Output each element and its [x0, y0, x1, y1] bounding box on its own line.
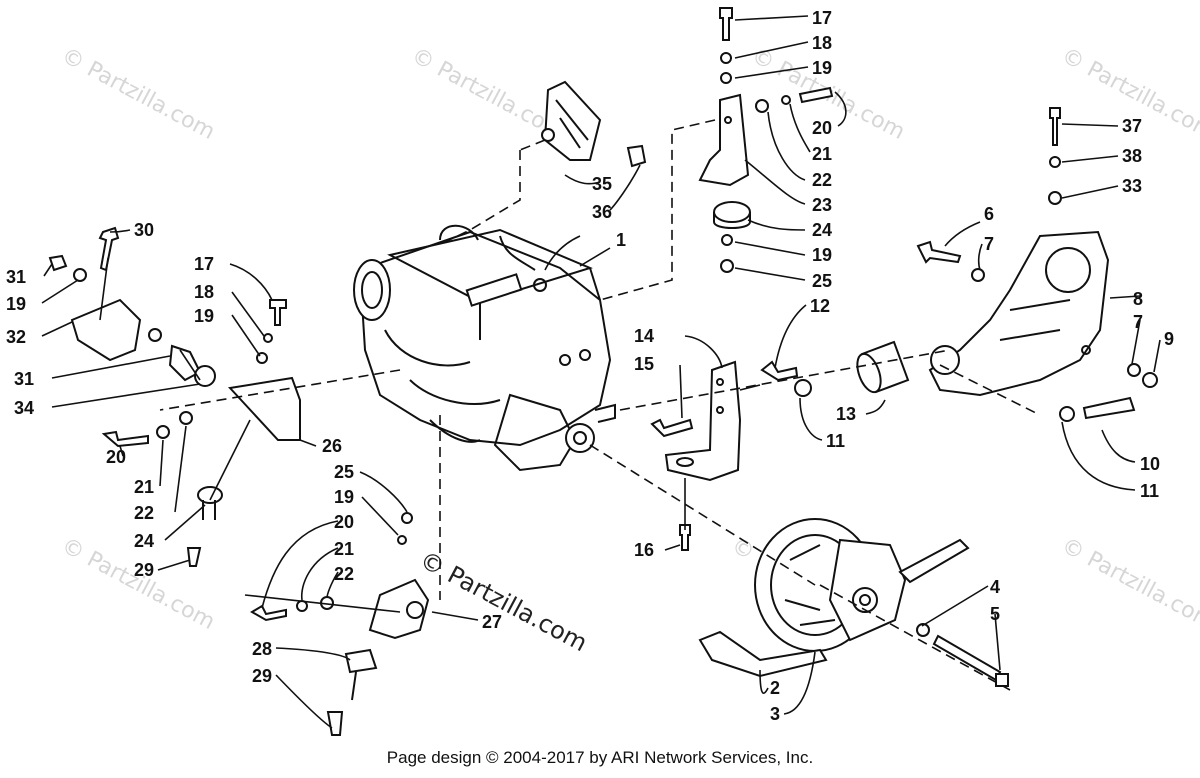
callout-37[interactable]: 37	[1122, 116, 1142, 136]
page-footer: Page design © 2004-2017 by ARI Network S…	[386, 748, 814, 767]
callout-22-left[interactable]: 22	[134, 503, 154, 523]
front-mount-bracket-part	[698, 7, 834, 273]
callout-28[interactable]: 28	[252, 639, 272, 659]
callout-33[interactable]: 33	[1122, 176, 1142, 196]
callout-19-mid[interactable]: 19	[812, 245, 832, 265]
callout-4[interactable]: 4	[990, 577, 1000, 597]
callout-19-left-mid[interactable]: 19	[194, 306, 214, 326]
callout-labels: 1 2 3 4 5 6 7 7 8 9 10 11 11 12 13 14 15…	[6, 8, 1174, 724]
callout-20-left[interactable]: 20	[106, 447, 126, 467]
side-bracket-part	[650, 360, 742, 551]
callout-2[interactable]: 2	[770, 678, 780, 698]
callout-6[interactable]: 6	[984, 204, 994, 224]
callout-20-top[interactable]: 20	[812, 118, 832, 138]
callout-31-bottom[interactable]: 31	[14, 369, 34, 389]
callout-15[interactable]: 15	[634, 354, 654, 374]
callout-18-left[interactable]: 18	[194, 282, 214, 302]
engine-assembly	[353, 224, 616, 472]
callout-29-left[interactable]: 29	[134, 560, 154, 580]
callout-12[interactable]: 12	[810, 296, 830, 316]
callout-21-top[interactable]: 21	[812, 144, 832, 164]
callout-26[interactable]: 26	[322, 436, 342, 456]
callout-10[interactable]: 10	[1140, 454, 1160, 474]
callout-24-left[interactable]: 24	[134, 531, 154, 551]
callout-32[interactable]: 32	[6, 327, 26, 347]
callout-17-left[interactable]: 17	[194, 254, 214, 274]
callout-leaders	[41, 15, 1161, 729]
bottom-mount-parts	[250, 512, 430, 736]
callout-14[interactable]: 14	[634, 326, 654, 346]
center-watermark: © Partzilla.com	[415, 546, 592, 658]
callout-22-bottom[interactable]: 22	[334, 564, 354, 584]
callout-7-lower[interactable]: 7	[1133, 312, 1143, 332]
callout-35[interactable]: 35	[592, 174, 612, 194]
callout-34[interactable]: 34	[14, 398, 34, 418]
callout-19-top[interactable]: 19	[812, 58, 832, 78]
watermark: © Partzilla.com	[1057, 533, 1200, 635]
callout-11-right[interactable]: 11	[1140, 481, 1159, 501]
callout-9[interactable]: 9	[1164, 329, 1174, 349]
callout-11-center[interactable]: 11	[826, 431, 845, 451]
callout-31-top[interactable]: 31	[6, 267, 26, 287]
callout-30[interactable]: 30	[134, 220, 154, 240]
callout-7-upper[interactable]: 7	[984, 234, 994, 254]
watermark: © Partzilla.com	[57, 43, 219, 145]
callout-16[interactable]: 16	[634, 540, 654, 560]
callout-1[interactable]: 1	[616, 230, 626, 250]
callout-20-bottom[interactable]: 20	[334, 512, 354, 532]
callout-22-top[interactable]: 22	[812, 170, 832, 190]
rear-mount-plate-part	[916, 107, 1158, 422]
callout-29-bottom[interactable]: 29	[252, 666, 272, 686]
callout-25-top[interactable]: 25	[812, 271, 832, 291]
recoil-handle-part	[541, 80, 647, 168]
callout-3[interactable]: 3	[770, 704, 780, 724]
callout-27[interactable]: 27	[482, 612, 502, 632]
callout-18-top[interactable]: 18	[812, 33, 832, 53]
callout-5[interactable]: 5	[990, 604, 1000, 624]
callout-21-left[interactable]: 21	[134, 477, 154, 497]
callout-17-top[interactable]: 17	[812, 8, 832, 28]
rubber-mount-part	[760, 340, 910, 397]
callout-19-left[interactable]: 19	[6, 294, 26, 314]
callout-24-top[interactable]: 24	[812, 220, 832, 240]
callout-21-bottom[interactable]: 21	[334, 539, 354, 559]
left-mount-parts	[48, 226, 301, 567]
callout-13[interactable]: 13	[836, 404, 856, 424]
callout-25-bottom[interactable]: 25	[334, 462, 354, 482]
callout-8[interactable]: 8	[1133, 289, 1143, 309]
callout-38[interactable]: 38	[1122, 146, 1142, 166]
callout-23[interactable]: 23	[812, 195, 832, 215]
callout-36[interactable]: 36	[592, 202, 612, 222]
assembly-lines	[99, 119, 1041, 691]
callout-19-bottom[interactable]: 19	[334, 487, 354, 507]
